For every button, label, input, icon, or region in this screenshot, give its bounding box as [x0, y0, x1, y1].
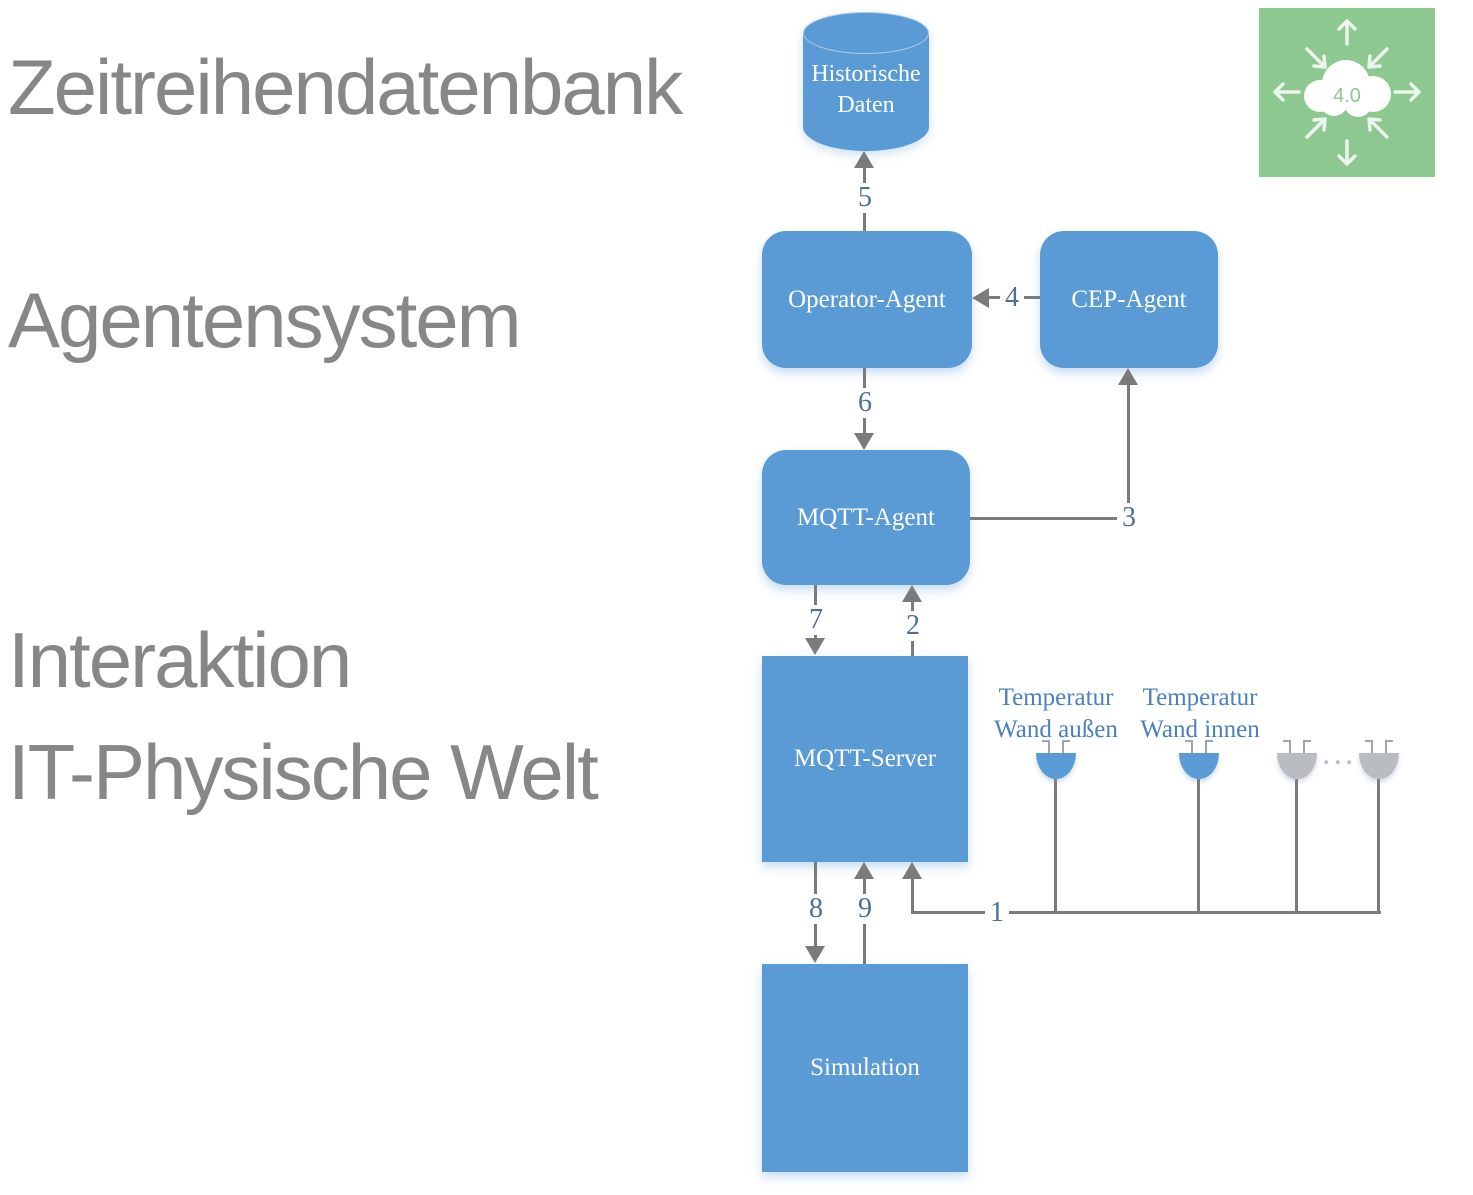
arrow-inward-se-icon — [1367, 117, 1389, 139]
node-mqtt-server: MQTT-Server — [762, 656, 968, 862]
edge-9-label: 9 — [853, 894, 877, 924]
sensor-2-label-line2: Wand innen — [1140, 715, 1260, 743]
cloud-icon — [1304, 60, 1391, 117]
edge-1-arrowhead-icon — [902, 862, 922, 879]
edge-8-arrowhead-icon — [805, 946, 825, 963]
heading-agentensystem: Agentensystem — [8, 276, 522, 364]
edge-1-label: 1 — [985, 898, 1009, 928]
sensor-3-prong-right-icon — [1303, 740, 1311, 753]
sensor-4-prong-left-icon — [1365, 740, 1373, 753]
arrow-inward-ne-icon — [1367, 47, 1389, 69]
edge-2-label: 2 — [901, 611, 925, 641]
arrow-up-icon — [1337, 19, 1357, 46]
node-cep-agent: CEP-Agent — [1040, 231, 1218, 368]
industry-4-0-icon-svg: 4.0 — [1259, 8, 1435, 177]
sensor-3-plug-icon — [1277, 753, 1317, 779]
edge-3-line-vertical — [1127, 385, 1130, 519]
sensor-2-prong-right-icon — [1205, 740, 1213, 753]
cylinder-top-ellipse — [803, 12, 929, 54]
edge-1-bus-line — [911, 911, 1381, 914]
node-mqtt-agent: MQTT-Agent — [762, 450, 970, 585]
node-simulation: Simulation — [762, 964, 968, 1172]
sensor-1-label: Temperatur Wand außen — [994, 682, 1118, 745]
sensor-2-wire — [1197, 779, 1200, 912]
database-label-line1: Historische — [811, 61, 921, 87]
icon-arrows-group — [1273, 19, 1421, 166]
node-operator-agent: Operator-Agent — [762, 231, 972, 368]
sensor-1-wire — [1054, 779, 1057, 912]
sensor-3-wire — [1295, 779, 1298, 912]
node-operator-agent-label: Operator-Agent — [788, 285, 946, 313]
node-mqtt-agent-label: MQTT-Agent — [797, 503, 935, 531]
edge-7-arrowhead-icon — [805, 638, 825, 655]
sensor-1-plug-icon — [1036, 753, 1076, 779]
heading-interaktion: Interaktion — [8, 616, 352, 704]
sensor-1-prong-left-icon — [1042, 740, 1050, 753]
database-label: Historische Daten — [803, 59, 929, 120]
sensor-1-label-line1: Temperatur — [998, 684, 1114, 711]
edge-5-label: 5 — [853, 183, 877, 213]
arrow-inward-nw-icon — [1305, 47, 1327, 69]
edge-2-arrowhead-icon — [902, 585, 922, 602]
sensor-1-prong-right-icon — [1062, 740, 1070, 753]
edge-9-arrowhead-icon — [854, 862, 874, 879]
industry-4-0-icon: 4.0 — [1259, 8, 1435, 177]
edge-8-label: 8 — [804, 894, 828, 924]
database-label-line2: Daten — [837, 91, 895, 118]
edge-3-arrowhead-icon — [1118, 368, 1138, 385]
sensor-4-plug-icon — [1359, 753, 1399, 779]
edge-3-line-horizontal — [970, 517, 1129, 520]
arrow-inward-sw-icon — [1305, 117, 1327, 139]
edge-4-arrowhead-icon — [972, 288, 989, 308]
sensor-2-prong-left-icon — [1185, 740, 1193, 753]
node-simulation-label: Simulation — [810, 1054, 920, 1081]
heading-zeitreihendatenbank: Zeitreihendatenbank — [8, 43, 683, 131]
node-cep-agent-label: CEP-Agent — [1071, 285, 1187, 313]
sensor-1-label-line2: Wand außen — [994, 715, 1118, 743]
edge-6-arrowhead-icon — [854, 433, 874, 450]
sensor-4-wire — [1377, 779, 1380, 912]
arrow-left-icon — [1273, 82, 1301, 102]
sensor-3-prong-left-icon — [1283, 740, 1291, 753]
heading-it-physische-welt: IT-Physische Welt — [8, 728, 599, 816]
sensor-2-label: Temperatur Wand innen — [1140, 682, 1259, 745]
database-cylinder-historische-daten: Historische Daten — [803, 12, 929, 151]
edge-1-line-vertical — [911, 879, 914, 913]
edge-5-arrowhead-icon — [854, 151, 874, 168]
edge-6-label: 6 — [853, 388, 877, 418]
cloud-4-0-label: 4.0 — [1333, 85, 1361, 107]
sensor-4-prong-right-icon — [1385, 740, 1393, 753]
edge-4-label: 4 — [1000, 283, 1024, 313]
sensor-2-label-line1: Temperatur — [1142, 684, 1258, 711]
arrow-down-icon — [1337, 139, 1357, 166]
sensor-2-plug-icon — [1179, 753, 1219, 779]
more-sensors-ellipsis: ... — [1322, 735, 1357, 772]
edge-3-label: 3 — [1117, 503, 1141, 533]
arrow-right-icon — [1393, 82, 1421, 102]
node-mqtt-server-label: MQTT-Server — [793, 745, 937, 772]
edge-7-label: 7 — [804, 605, 828, 635]
